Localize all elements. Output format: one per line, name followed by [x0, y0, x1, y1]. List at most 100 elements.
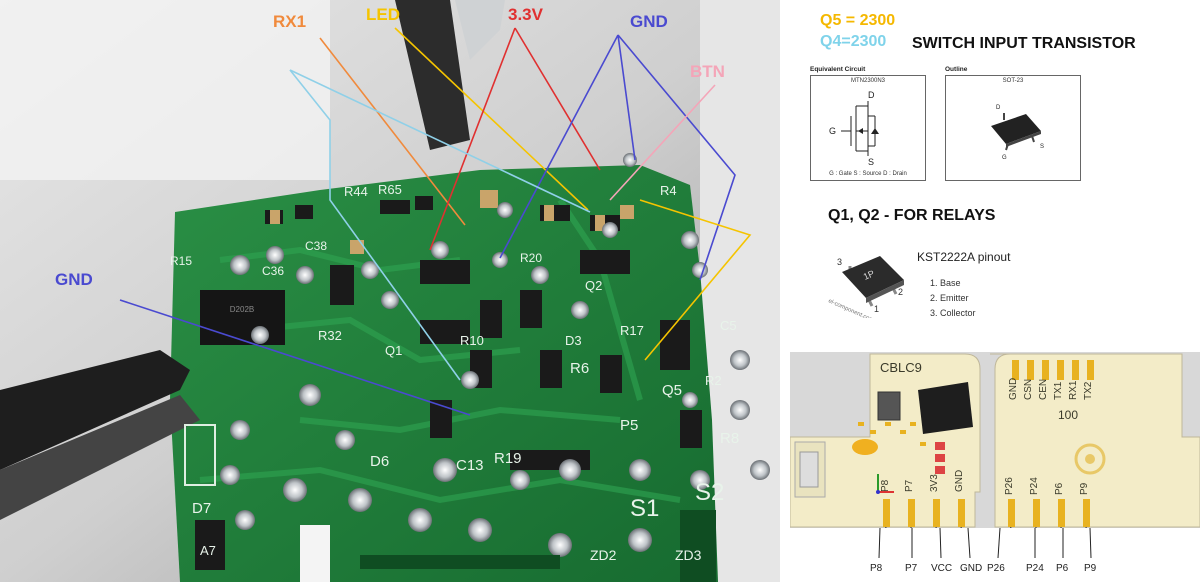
svg-text:CBLC9: CBLC9 — [880, 360, 922, 375]
svg-text:R10: R10 — [460, 333, 484, 348]
label-gnd-top: GND — [630, 12, 668, 31]
gnd-left-line — [119, 299, 471, 416]
module-back-board — [990, 353, 1200, 528]
pin-base: 1. Base — [930, 278, 961, 288]
svg-text:C5: C5 — [720, 318, 737, 333]
svg-text:P5: P5 — [620, 417, 638, 434]
svg-text:R65: R65 — [378, 182, 402, 197]
rx1-line — [319, 37, 466, 226]
svg-text:D: D — [996, 105, 1001, 111]
gnd-line-b — [617, 34, 636, 161]
label-3v3: 3.3V — [508, 5, 544, 24]
pin-emitter: 2. Emitter — [930, 293, 969, 303]
svg-text:3V3: 3V3 — [929, 474, 940, 492]
equivalent-circuit-label: Equivalent Circuit — [810, 66, 866, 73]
tweezer-tip — [395, 0, 470, 150]
relays-title: Q1, Q2 - FOR RELAYS — [828, 207, 996, 224]
v33-line-a — [429, 27, 516, 251]
svg-text:Q2: Q2 — [585, 278, 602, 293]
svg-text:C36: C36 — [262, 264, 284, 278]
svg-text:G : Gate S : Source D : Dr: G : Gate S : Source D : Drain — [829, 171, 907, 177]
kst-pin-list: 1. Base 2. Emitter 3. Collector — [930, 276, 976, 321]
svg-text:P24: P24 — [1029, 477, 1040, 495]
sot23-outline: D G S — [991, 105, 1044, 161]
svg-text:G: G — [829, 126, 836, 136]
pin-collector: 3. Collector — [930, 308, 976, 318]
svg-text:Q1: Q1 — [385, 343, 402, 358]
svg-text:C38: C38 — [305, 239, 327, 253]
svg-text:R6: R6 — [570, 360, 589, 377]
svg-text:A7: A7 — [200, 543, 216, 558]
svg-text:P26: P26 — [1004, 477, 1015, 495]
svg-text:TX1: TX1 — [1053, 381, 1064, 400]
svg-text:2: 2 — [898, 287, 903, 297]
svg-text:R8: R8 — [720, 430, 739, 447]
gnd-line-a — [499, 34, 619, 259]
svg-text:P8: P8 — [880, 479, 891, 492]
svg-text:S: S — [1040, 144, 1044, 150]
label-gnd-left: GND — [55, 270, 93, 289]
svg-text:P6: P6 — [1054, 482, 1065, 495]
pin-label-vcc: VCC — [931, 563, 952, 574]
pin-label-p7: P7 — [905, 563, 918, 574]
kst2222a-title: KST2222A pinout — [917, 250, 1011, 264]
pin-label-gnd: GND — [960, 563, 982, 574]
module-drawing: CBLC9 P8 P7 3V3 GND G — [789, 352, 1200, 582]
svg-text:TX2: TX2 — [1083, 381, 1094, 400]
svg-text:R15: R15 — [170, 254, 192, 268]
svg-text:R19: R19 — [494, 450, 522, 467]
outline-caption: SOT-23 — [1002, 78, 1024, 84]
q5-label: Q5 = 2300 — [820, 12, 896, 29]
label-led: LED — [366, 5, 400, 24]
clip-left — [0, 350, 190, 470]
module-mcu — [918, 382, 973, 434]
svg-text:1P: 1P — [862, 268, 876, 282]
pin-label-p6: P6 — [1056, 563, 1069, 574]
svg-text:GND: GND — [1008, 378, 1019, 400]
svg-text:R32: R32 — [318, 328, 342, 343]
svg-text:S1: S1 — [630, 495, 659, 522]
btn-line — [609, 84, 716, 201]
equiv-caption: MTN2300N3 — [850, 78, 885, 84]
pin-label-p8: P8 — [870, 563, 883, 574]
svg-text:100: 100 — [1058, 408, 1078, 422]
pin-label-p26: P26 — [987, 563, 1005, 574]
outline-box: SOT-23 D G S — [945, 75, 1081, 181]
cyan-line-a — [289, 69, 461, 381]
svg-text:R17: R17 — [620, 323, 644, 338]
pcb-photo: D202B — [0, 0, 780, 582]
ic-chip — [200, 290, 285, 345]
svg-text:3: 3 — [837, 257, 842, 267]
svg-text:D: D — [868, 90, 875, 100]
svg-text:R4: R4 — [660, 183, 677, 198]
pin-label-p24: P24 — [1026, 563, 1044, 574]
sot23-transistor-image: 1P 3 2 1 el-component.com — [827, 256, 904, 318]
svg-text:D202B: D202B — [230, 305, 254, 314]
q5-line — [639, 199, 752, 361]
pin-label-p9: P9 — [1084, 563, 1097, 574]
svg-text:S: S — [868, 157, 874, 167]
svg-text:G: G — [1002, 155, 1007, 161]
svg-text:D6: D6 — [370, 453, 389, 470]
label-rx1: RX1 — [273, 12, 306, 31]
svg-text:ZD2: ZD2 — [590, 547, 617, 563]
v33-line-b — [514, 27, 601, 171]
svg-text:C13: C13 — [456, 457, 484, 474]
svg-text:D3: D3 — [565, 333, 582, 348]
outline-label: Outline — [945, 66, 968, 73]
svg-text:Q5: Q5 — [662, 382, 682, 399]
cyan-line-b — [289, 69, 591, 213]
q4-label: Q4=2300 — [820, 33, 887, 50]
svg-text:R20: R20 — [520, 251, 542, 265]
gnd-line-c — [617, 34, 736, 281]
mosfet-symbol: D G S G : Gate S : Source D : Drain — [829, 90, 907, 177]
svg-text:1: 1 — [874, 304, 879, 314]
svg-text:D7: D7 — [192, 500, 211, 517]
svg-text:CSN: CSN — [1023, 379, 1034, 400]
svg-text:P7: P7 — [904, 479, 915, 492]
pcb-illustration: D202B — [0, 0, 780, 582]
cblc9-module: CBLC9 P8 P7 3V3 GND G — [789, 352, 1200, 582]
svg-text:CEN: CEN — [1038, 379, 1049, 400]
svg-text:R44: R44 — [344, 184, 368, 199]
switch-transistor-title: SWITCH INPUT TRANSISTOR — [912, 35, 1136, 52]
